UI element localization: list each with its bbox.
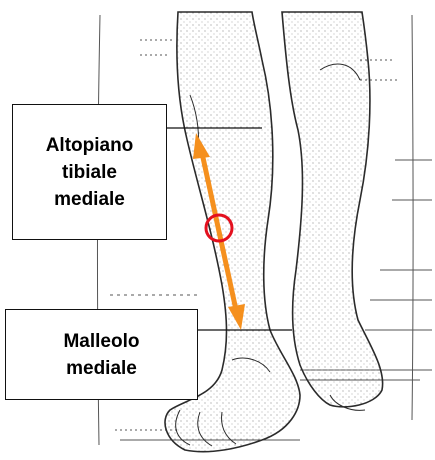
label-box-malleolo-mediale: Malleolo mediale — [5, 309, 198, 400]
label-plateau-line1: Altopiano — [46, 132, 134, 159]
label-plateau-line2: tibiale — [62, 159, 117, 186]
label-box-altopiano-tibiale-mediale: Altopiano tibiale mediale — [12, 104, 167, 240]
label-malleolus-line1: Malleolo — [63, 328, 139, 355]
right-leg — [282, 12, 383, 410]
label-malleolus-line2: mediale — [66, 355, 137, 382]
label-plateau-line3: mediale — [54, 186, 125, 213]
